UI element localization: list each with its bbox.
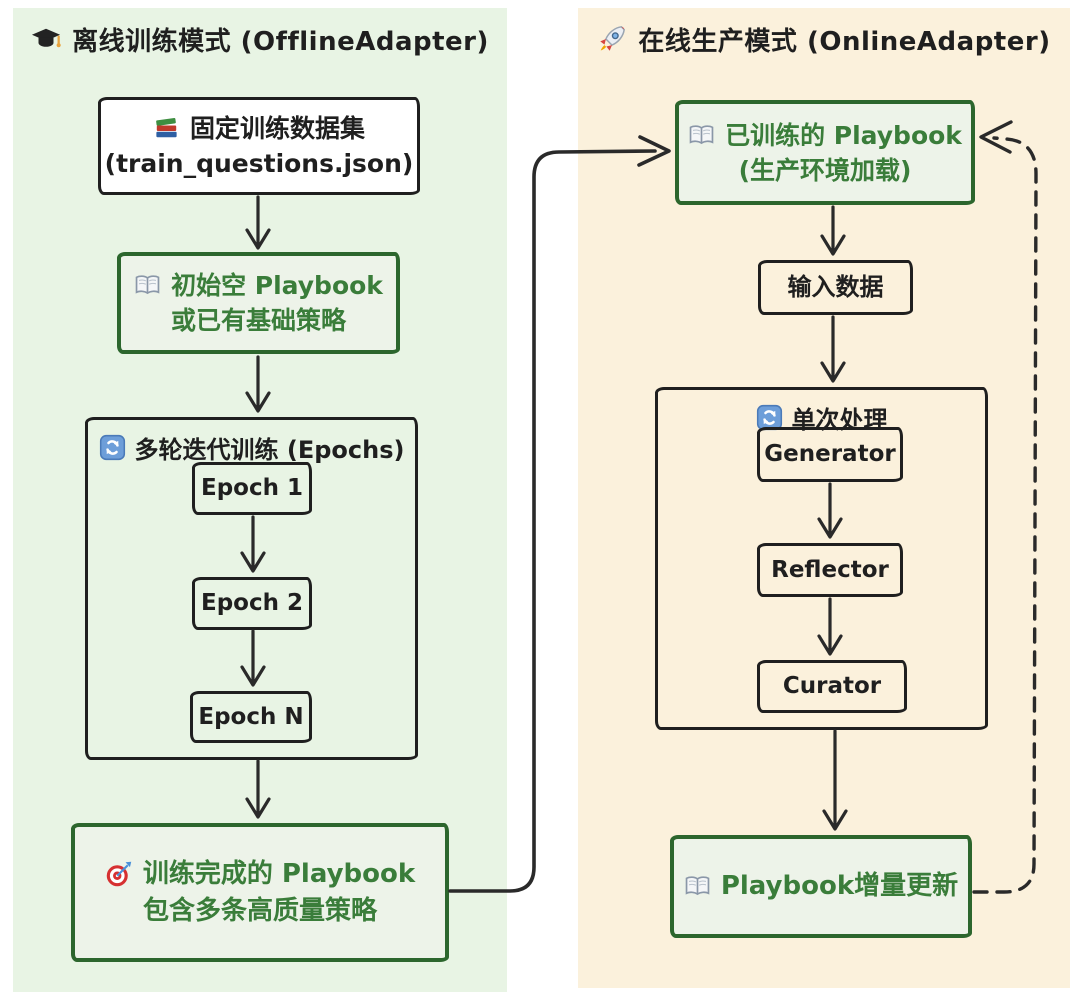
open-book-icon bbox=[134, 272, 161, 299]
trained-playbook-line2: 包含多条高质量策略 bbox=[142, 895, 377, 926]
offline-panel-title-text: 离线训练模式 (OfflineAdapter) bbox=[72, 26, 489, 57]
initial-playbook-line2: 或已有基础策略 bbox=[170, 306, 346, 335]
online-panel-title-text: 在线生产模式 (OnlineAdapter) bbox=[638, 26, 1051, 57]
dataset-label-line1: 固定训练数据集 bbox=[189, 114, 365, 143]
node-generator: Generator bbox=[757, 427, 903, 482]
offline-panel-title: 离线训练模式 (OfflineAdapter) bbox=[13, 20, 507, 58]
rocket-icon bbox=[597, 24, 627, 54]
node-loaded-playbook: 已训练的 Playbook (生产环境加载) bbox=[675, 100, 975, 205]
dataset-label-line2: (train_questions.json) bbox=[104, 149, 414, 178]
node-initial-playbook: 初始空 Playbook 或已有基础策略 bbox=[117, 252, 400, 354]
epoch-1-label: Epoch 1 bbox=[201, 475, 303, 502]
input-data-label: 输入数据 bbox=[787, 272, 884, 301]
open-book-icon bbox=[688, 122, 715, 149]
epoch-2-label: Epoch 2 bbox=[201, 590, 303, 617]
trained-playbook-line1: 训练完成的 Playbook bbox=[142, 859, 416, 890]
incremental-update-label: Playbook增量更新 bbox=[720, 871, 959, 902]
node-reflector: Reflector bbox=[757, 543, 903, 597]
reflector-label: Reflector bbox=[771, 556, 889, 583]
books-icon bbox=[153, 115, 180, 142]
node-incremental-update: Playbook增量更新 bbox=[670, 835, 972, 938]
node-fixed-training-dataset: 固定训练数据集 (train_questions.json) bbox=[98, 97, 420, 195]
loaded-playbook-line1: 已训练的 Playbook bbox=[725, 120, 962, 150]
generator-label: Generator bbox=[764, 441, 896, 468]
initial-playbook-line1: 初始空 Playbook bbox=[171, 271, 383, 300]
curator-label: Curator bbox=[782, 673, 882, 700]
node-epoch-n: Epoch N bbox=[190, 691, 312, 743]
online-panel-title: 在线生产模式 (OnlineAdapter) bbox=[578, 20, 1070, 58]
node-curator: Curator bbox=[757, 660, 907, 713]
target-icon bbox=[105, 860, 133, 888]
epoch-n-label: Epoch N bbox=[198, 703, 304, 730]
node-trained-playbook: 训练完成的 Playbook 包含多条高质量策略 bbox=[71, 823, 449, 962]
loaded-playbook-line2: (生产环境加载) bbox=[738, 155, 912, 185]
node-input-data: 输入数据 bbox=[758, 260, 913, 315]
refresh-icon bbox=[99, 434, 126, 461]
node-epoch-1: Epoch 1 bbox=[192, 462, 312, 515]
epochs-container-title-text: 多轮迭代训练 (Epochs) bbox=[134, 435, 405, 464]
graduation-cap-icon bbox=[31, 24, 61, 54]
node-epoch-2: Epoch 2 bbox=[192, 577, 312, 630]
epochs-container-title: 多轮迭代训练 (Epochs) bbox=[88, 430, 415, 464]
open-book-icon bbox=[684, 873, 711, 900]
epochs-container: 多轮迭代训练 (Epochs) bbox=[85, 417, 418, 760]
